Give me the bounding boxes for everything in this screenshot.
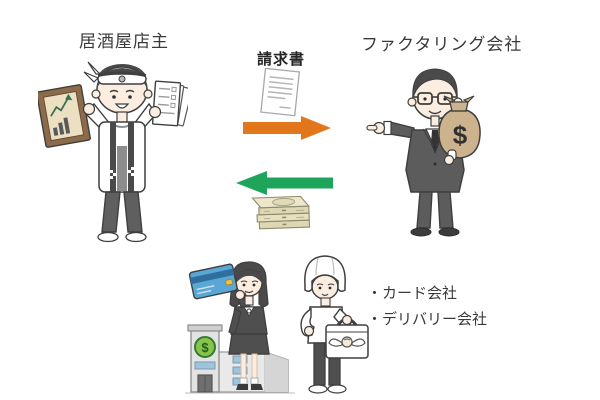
izakaya-owner-illustration — [38, 61, 188, 243]
factoring-company-illustration: $ — [366, 68, 481, 237]
credit-card-icon — [188, 263, 238, 300]
bank-building-icon: $ — [185, 324, 295, 394]
sales-chart-board-icon — [38, 84, 91, 148]
delivery-head — [304, 255, 346, 300]
arrow-right-shape — [243, 116, 331, 140]
delivery-bag-icon — [325, 314, 369, 359]
bank-dollar-sign: $ — [201, 340, 209, 355]
owner-legs — [97, 191, 147, 243]
cash-stack-icon — [251, 195, 311, 230]
glasses-icon — [414, 92, 456, 105]
arrow-left-shape — [236, 171, 333, 195]
invoice-document-icon — [260, 68, 301, 117]
izakaya-owner-title: 居酒屋店主 — [79, 32, 169, 51]
receipt-papers-icon — [151, 80, 188, 127]
owner-left-hand — [82, 102, 96, 116]
card-company-illustration: $ — [185, 261, 295, 394]
owner-right-hand — [148, 105, 162, 119]
owner-torso — [98, 111, 146, 193]
headband-icon — [83, 61, 147, 85]
businessman-head — [407, 68, 463, 120]
arrow-right-invoice — [243, 116, 331, 140]
businessman-legs — [410, 191, 460, 237]
helmet-icon — [304, 255, 346, 293]
wing-emblem-icon — [328, 336, 366, 348]
delivery-person-illustration — [300, 255, 369, 394]
factoring-company-title: ファクタリング会社 — [361, 35, 523, 54]
money-bag-icon: $ — [438, 95, 481, 166]
invoice-label: 請求書 — [257, 51, 306, 68]
delivery-legs — [308, 342, 347, 394]
card-company-woman — [188, 261, 270, 390]
owner-head — [83, 61, 153, 114]
arrow-left-payment — [236, 171, 333, 195]
debtor-companies-list: ・カード会社 ・デリバリー会社 — [367, 281, 487, 333]
money-bag-dollar-sign: $ — [453, 120, 468, 150]
list-item-card-company: ・カード会社 — [367, 285, 458, 302]
list-item-delivery-company: ・デリバリー会社 — [367, 311, 488, 328]
businessman-pointing-arm — [366, 120, 415, 139]
